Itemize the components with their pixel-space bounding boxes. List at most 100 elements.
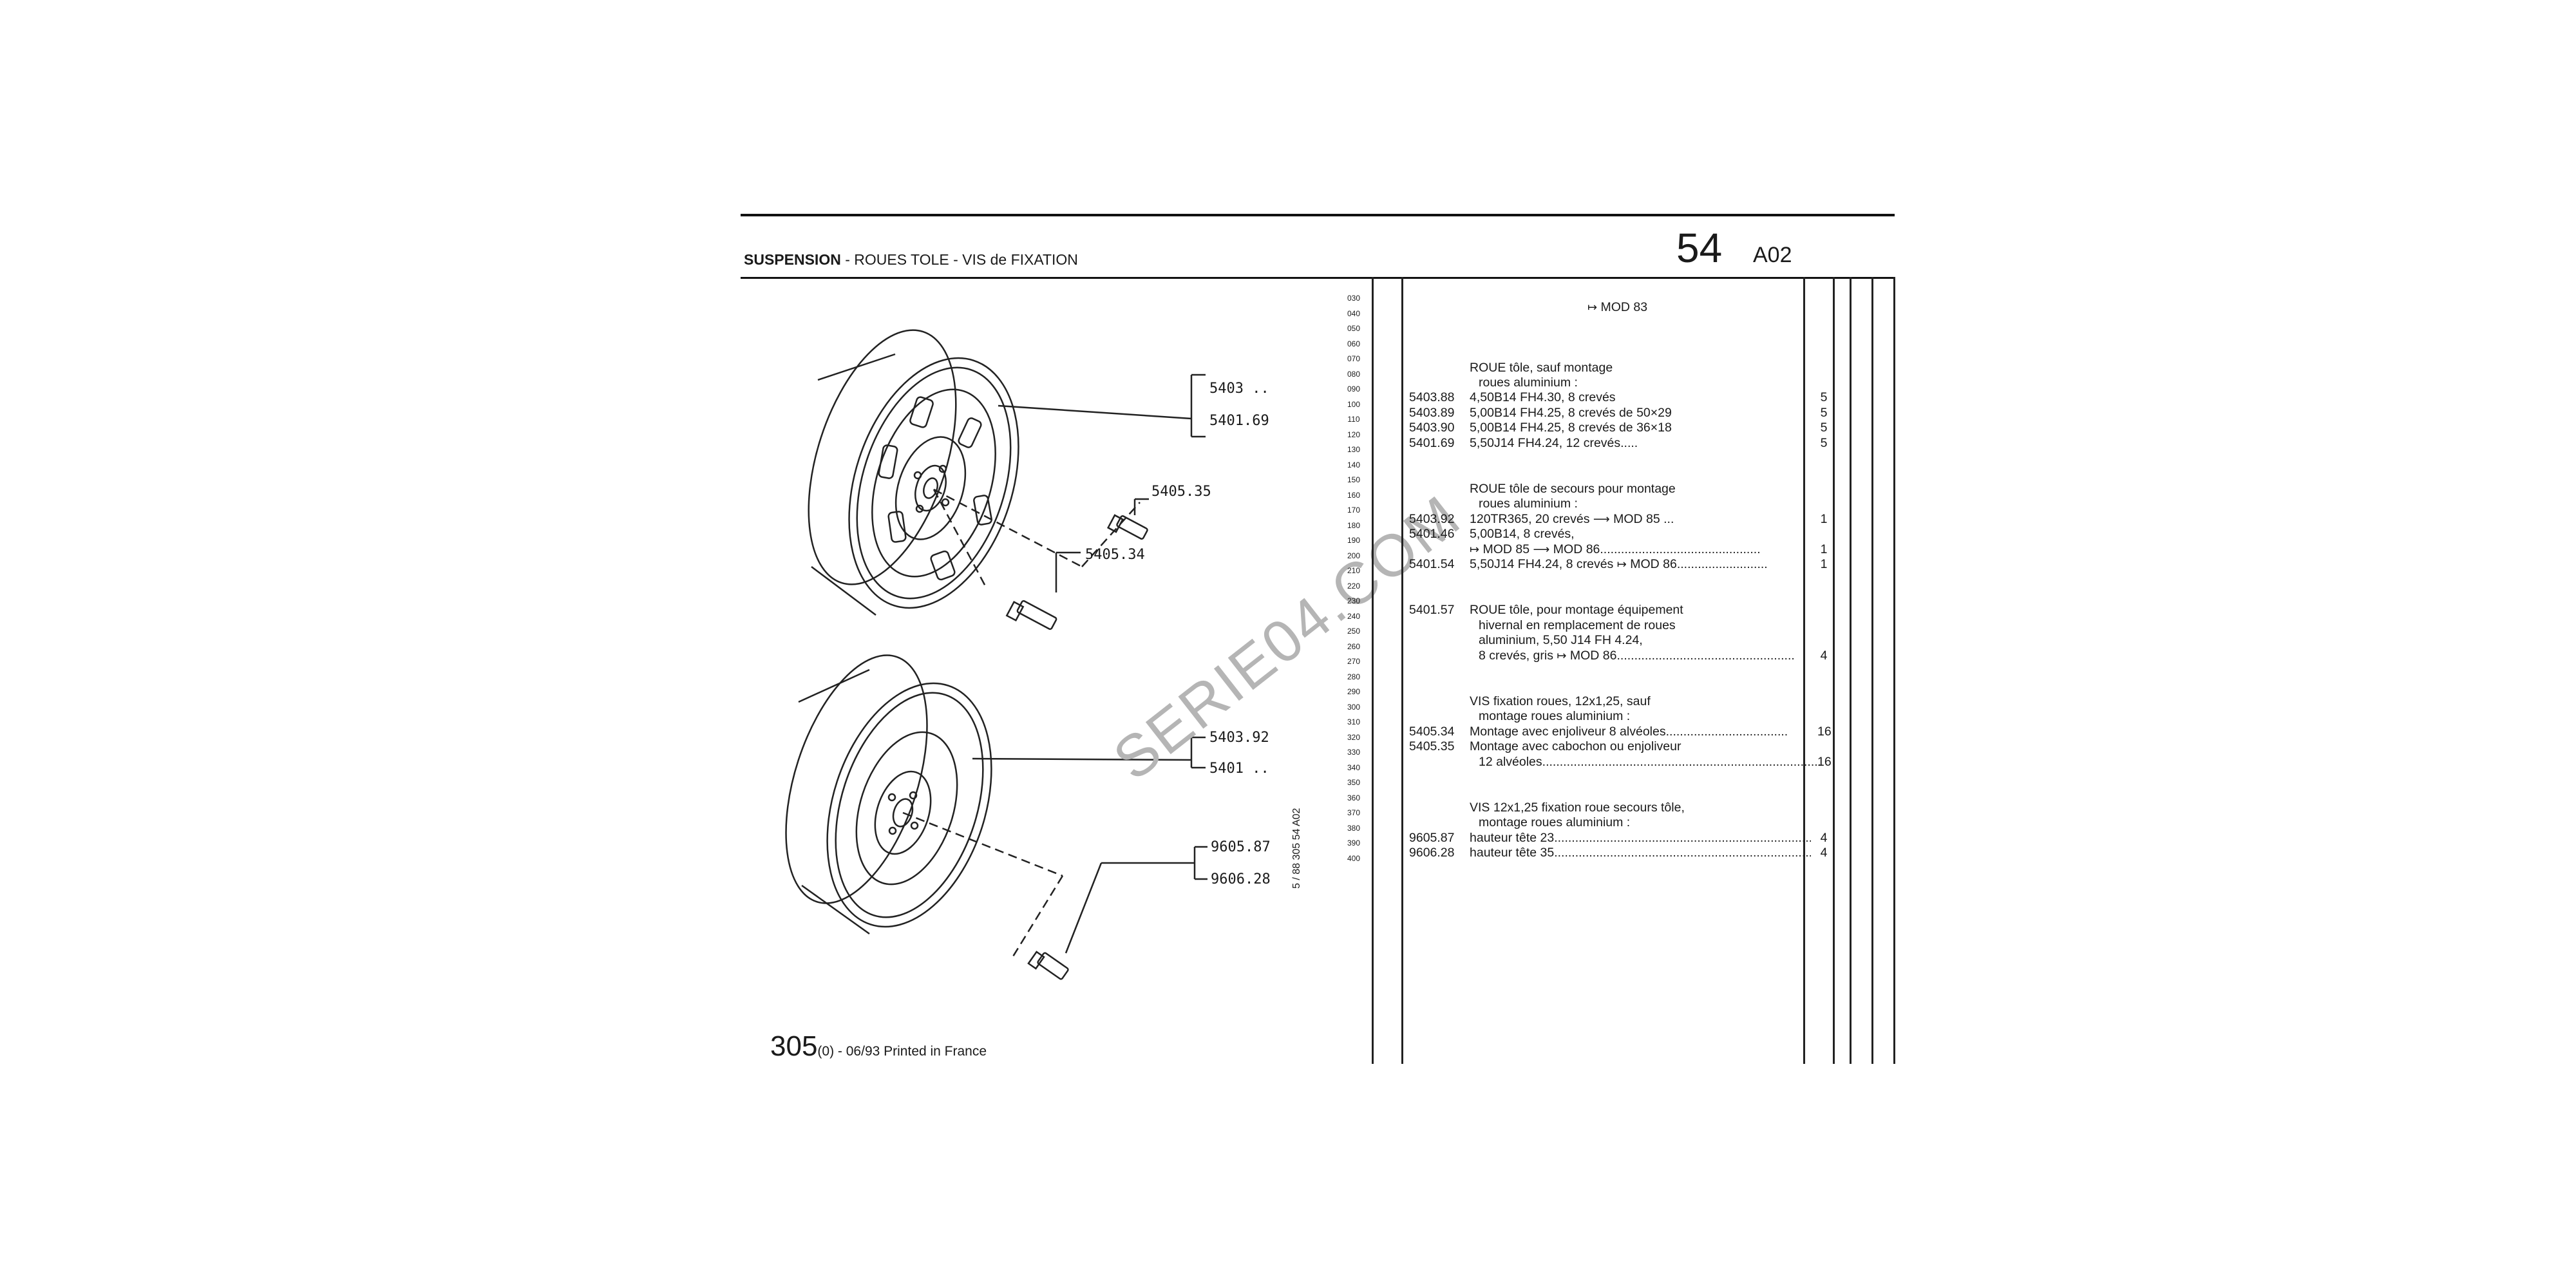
row-number: 220 (1347, 581, 1361, 591)
page-number: 54 (1676, 225, 1723, 271)
part-desc-mods: ↦ MOD 85 ⟶ MOD 86.......................… (1470, 542, 1761, 556)
row-number: 030 (1347, 294, 1361, 303)
row-number: 190 (1347, 536, 1361, 545)
part-ref: 5401.57 (1409, 603, 1455, 617)
part-ref: 5405.35 (1409, 739, 1455, 753)
row-number: 180 (1347, 520, 1361, 530)
part-ref: 5403.89 (1409, 406, 1455, 420)
part-desc: 5,50J14 FH4.24, 8 crevés ↦ MOD 86.......… (1470, 557, 1768, 571)
part-ref: 5401.46 (1409, 527, 1455, 541)
row-number: 320 (1347, 732, 1361, 742)
group3-line3: aluminium, 5,50 J14 FH 4.24, (1479, 633, 1643, 647)
part-desc: hauteur tête 23.........................… (1470, 831, 1811, 845)
row-number: 250 (1347, 627, 1361, 636)
row-number: 210 (1347, 566, 1361, 575)
row-number: 040 (1347, 308, 1361, 318)
mod83-note: ↦ MOD 83 (1587, 300, 1648, 314)
table-line-5 (1850, 277, 1852, 1064)
label-spare-bolt-a: 9605.87 (1211, 839, 1271, 855)
part-ref: 5401.54 (1409, 557, 1455, 571)
group4-title: VIS fixation roues, 12x1,25, sauf (1470, 694, 1651, 708)
part-ref: 5401.69 (1409, 436, 1455, 450)
row-number: 340 (1347, 762, 1361, 772)
page-code: A02 (1753, 243, 1792, 267)
group3-line2: hivernal en remplacement de roues (1479, 618, 1676, 632)
header-bottom-rule (741, 277, 1895, 279)
part-ref: 9606.28 (1409, 846, 1455, 860)
row-number: 230 (1347, 596, 1361, 605)
page-footer: 305(0) - 06/93 Printed in France (770, 1030, 987, 1063)
page-title: SUSPENSION - ROUES TOLE - VIS de FIXATIO… (744, 251, 1078, 269)
part-qty: 5 (1820, 390, 1828, 404)
table-line-4 (1833, 277, 1835, 1064)
part-ref: 5403.92 (1409, 512, 1455, 526)
part-ref: 5403.90 (1409, 421, 1455, 435)
row-number: 140 (1347, 460, 1361, 469)
footer-model: 305 (770, 1030, 818, 1062)
part-qty: 4 (1820, 649, 1828, 663)
row-number: 300 (1347, 702, 1361, 712)
row-number: 170 (1347, 506, 1361, 515)
part-qty: 1 (1820, 512, 1828, 526)
part-desc: Montage avec cabochon ou enjoliveur (1470, 739, 1681, 753)
group3-line1: ROUE tôle, pour montage équipement (1470, 603, 1683, 617)
row-number: 350 (1347, 778, 1361, 787)
table-line-1 (1372, 277, 1374, 1064)
row-number: 110 (1347, 415, 1360, 424)
row-number: 290 (1347, 687, 1361, 696)
row-number: 380 (1347, 823, 1361, 833)
group1-title: ROUE tôle, sauf montage (1470, 361, 1613, 375)
row-number: 060 (1347, 339, 1361, 348)
part-qty: 4 (1820, 846, 1828, 860)
group4-subtitle: montage roues aluminium : (1479, 709, 1631, 723)
row-number: 330 (1347, 748, 1361, 757)
header-top-rule (741, 214, 1895, 216)
part-desc-cont: 12 alvéoles.............................… (1479, 755, 1820, 769)
part-qty: 1 (1820, 542, 1828, 556)
part-qty: 5 (1820, 406, 1828, 420)
part-desc: 5,00B14 FH4.25, 8 crevés de 50×29 (1470, 406, 1672, 420)
part-qty: 4 (1820, 831, 1828, 845)
bottom-wheel-illustration (785, 654, 1208, 980)
table-line-2 (1401, 277, 1403, 1064)
row-number: 270 (1347, 657, 1361, 666)
title-subsection: - ROUES TOLE - VIS de FIXATION (840, 251, 1078, 268)
label-spare-bolt-b: 9606.28 (1211, 871, 1271, 887)
row-number: 100 (1347, 399, 1361, 409)
row-number: 240 (1347, 611, 1361, 621)
bolt-illustrations (933, 488, 1149, 630)
row-number: 080 (1347, 369, 1361, 379)
group5-subtitle: montage roues aluminium : (1479, 815, 1631, 829)
label-bottom-wheel-a: 5403.92 (1209, 730, 1269, 746)
title-section: SUSPENSION (744, 251, 841, 268)
row-number: 120 (1347, 430, 1361, 439)
wheel-diagram: 5403 .. 5401.69 5405.35 5405.34 5403.92 … (785, 329, 1271, 980)
group1-subtitle: roues aluminium : (1479, 375, 1578, 390)
part-desc: 5,50J14 FH4.24, 12 crevés..... (1470, 436, 1638, 450)
row-number: 310 (1347, 717, 1361, 726)
part-desc: 5,00B14 FH4.25, 8 crevés de 36×18 (1470, 421, 1672, 435)
row-number: 150 (1347, 475, 1361, 484)
part-ref: 9605.87 (1409, 831, 1455, 845)
group3-line4: 8 crevés, gris ↦ MOD 86.................… (1479, 649, 1795, 663)
part-qty: 16 (1817, 724, 1832, 739)
label-bolt-a: 5405.35 (1151, 484, 1211, 500)
footer-info: (0) - 06/93 Printed in France (817, 1044, 987, 1059)
part-desc: Montage avec enjoliveur 8 alvéoles......… (1470, 724, 1788, 739)
row-number: 090 (1347, 384, 1361, 393)
part-qty: 5 (1820, 421, 1828, 435)
label-top-wheel-a: 5403 .. (1209, 381, 1269, 397)
group2-title: ROUE tôle de secours pour montage (1470, 482, 1676, 496)
label-top-wheel-b: 5401.69 (1209, 413, 1269, 429)
row-number: 280 (1347, 672, 1361, 681)
table-line-7 (1893, 277, 1895, 1064)
top-wheel-illustration (808, 329, 1206, 616)
part-qty: 16 (1817, 755, 1832, 769)
part-qty: 5 (1820, 436, 1828, 450)
table-line-6 (1871, 277, 1873, 1064)
group2-subtitle: roues aluminium : (1479, 497, 1578, 511)
row-number: 360 (1347, 793, 1361, 802)
row-number: 200 (1347, 551, 1361, 560)
